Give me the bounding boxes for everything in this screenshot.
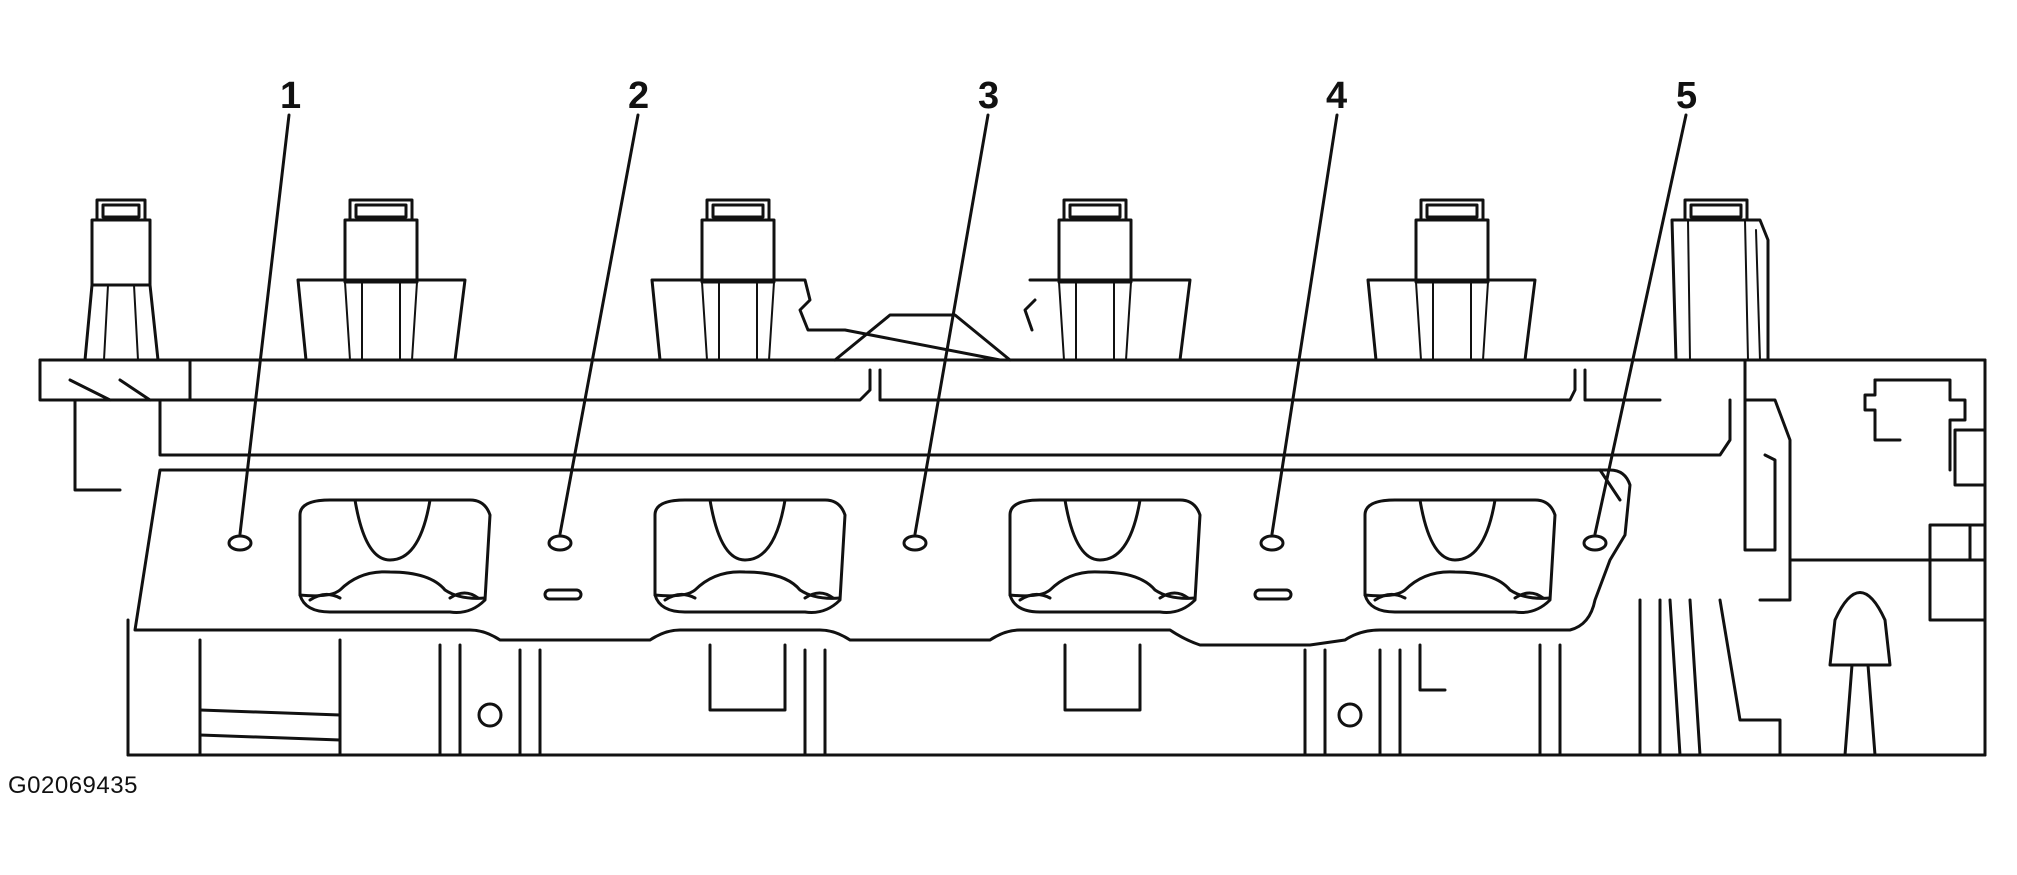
exhaust-port-3 [1008,498,1202,614]
cylinder-head-body [38,358,1987,757]
leader-line-2 [558,113,640,536]
bearing-cap-1 [83,198,160,362]
exhaust-port-2 [653,498,847,614]
leader-line-4 [1270,113,1339,536]
bolt-hole-5 [1582,534,1608,552]
bearing-cap-4 [1057,198,1133,361]
bearing-cap-6 [1670,198,1770,362]
bearing-cap-5 [1366,198,1537,362]
callout-1: 1 [280,75,301,117]
exhaust-port-1 [298,498,492,614]
callout-3: 3 [978,75,999,117]
cam-bearing-caps [83,198,1770,362]
exhaust-gasket-flange [133,468,1632,647]
callout-leaders [238,113,1688,536]
callout-2: 2 [628,75,649,117]
bolt-hole-1 [227,534,253,552]
bearing-cap-2 [296,198,467,362]
leader-line-5 [1593,113,1688,536]
callout-5: 5 [1676,75,1697,117]
callout-labels: 1 2 3 4 5 [280,75,1697,117]
leader-line-1 [238,113,291,536]
slot-hole-2 [1253,588,1293,601]
bolt-hole-4 [1259,534,1285,552]
figure-id: G02069435 [8,772,138,799]
bolt-hole-2 [547,534,573,552]
bearing-cap-3 [650,198,1192,362]
callout-4: 4 [1326,75,1347,117]
slot-hole-1 [543,588,583,601]
exhaust-port-4 [1363,498,1557,614]
bolt-hole-3 [902,534,928,552]
leader-line-3 [913,113,990,536]
